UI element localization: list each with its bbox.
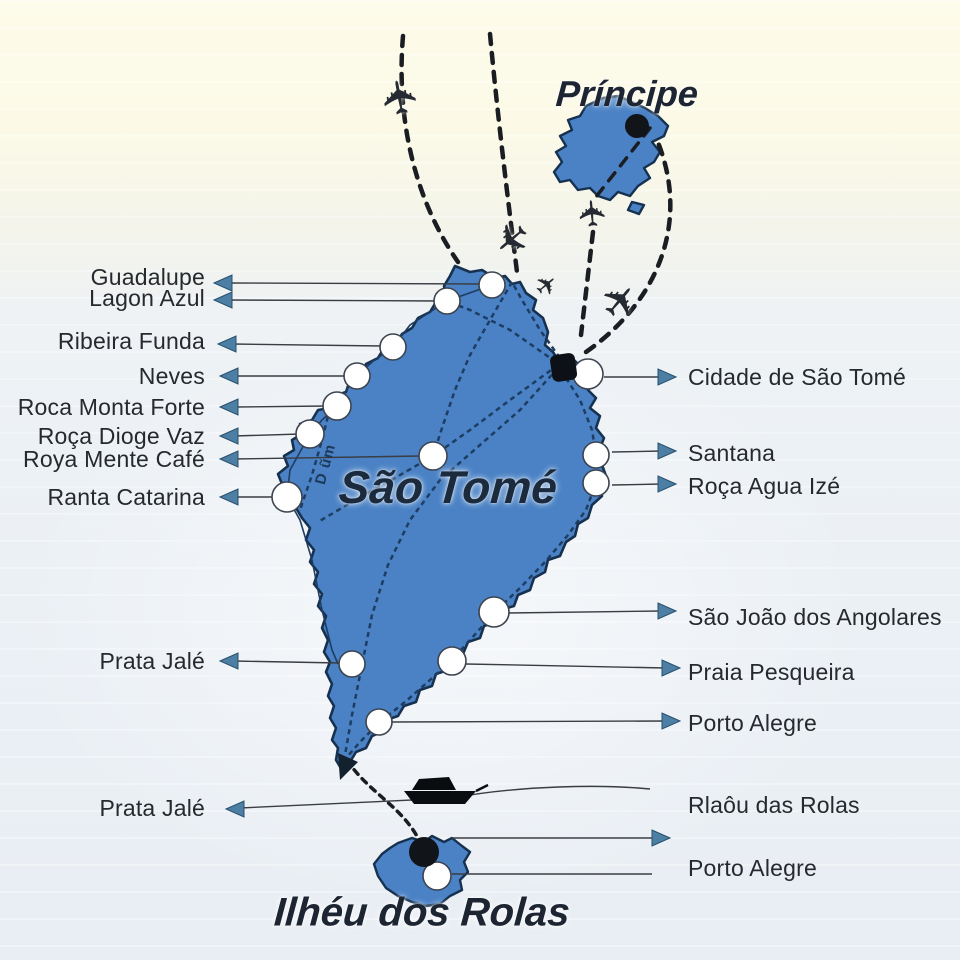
marker-cidade [572, 358, 604, 390]
leader-arrowheads [212, 274, 682, 847]
ilheu-das-rolas-island [372, 834, 472, 908]
island-title-ilheu-dos-rolas: Ilhéu dos Rolas [272, 890, 572, 935]
flight-route-north [487, 31, 520, 275]
island-title-principe: Príncipe [554, 73, 700, 114]
south-tip-arrow [338, 753, 358, 780]
label-ranta-catarina: Ranta Catarina [47, 484, 205, 510]
label-prata-jale-2: Prata Jalé [99, 795, 205, 821]
label-lagon-azul: Lagon Azul [89, 285, 205, 311]
flight-route-principe-south [578, 229, 596, 338]
airplane-icon: ✈ [571, 196, 616, 230]
label-neves: Neves [138, 363, 205, 389]
marker-monta-forte [322, 391, 352, 421]
boat-icon [404, 777, 489, 804]
rolas-landmass [372, 834, 472, 908]
label-roca-agua-ize: Roça Agua Izé [688, 473, 841, 499]
leader-lines [227, 282, 667, 875]
boat-route [345, 758, 426, 852]
marker-dioge-vaz [295, 419, 325, 449]
label-roca-monta-forte: Roca Monta Forte [17, 394, 205, 420]
marker-guadalupe [478, 271, 506, 299]
flight-route-northwest [399, 33, 461, 265]
marker-neves [343, 362, 371, 390]
label-santana: Santana [688, 440, 776, 466]
label-guadalupe: Guadalupe [90, 264, 205, 290]
marker-agua-ize [582, 469, 610, 497]
label-porto-alegre-1: Porto Alegre [688, 710, 817, 736]
sao-tome-island [274, 264, 610, 772]
marker-catarina [271, 481, 303, 513]
island-title-sao-tome: São Tomé [337, 461, 559, 513]
location-markers [271, 271, 610, 891]
principe-islet [626, 200, 646, 216]
label-porto-alegre-2: Porto Alegre [688, 855, 817, 881]
marker-angolares [478, 596, 510, 628]
dot-rolas [409, 837, 439, 867]
airplane-icon: ✈ [370, 73, 430, 121]
marker-prata-jale [338, 650, 366, 678]
flight-routes [399, 31, 673, 355]
label-praia-pesqueira: Praia Pesqueira [688, 659, 855, 685]
marker-monte-cafe [418, 441, 448, 471]
flight-route-principe-curve [583, 137, 673, 355]
label-roca-dioge-vaz: Roça Dioge Vaz [37, 423, 205, 449]
marker-pesqueira [437, 646, 467, 676]
label-sao-joao-dos-angolares: São João dos Angolares [688, 604, 942, 630]
label-prata-jale-1: Prata Jalé [99, 648, 205, 674]
road-central-south [343, 367, 559, 756]
marker-lagon-azul [433, 287, 461, 315]
marker-santana [582, 441, 610, 469]
city-square-sao-tome [550, 353, 578, 382]
label-ribeira-funda: Ribeira Funda [57, 328, 205, 354]
marker-rolas-beach [422, 861, 452, 891]
label-roya-mente-cafe: Roya Mente Café [23, 446, 205, 472]
marker-porto-alegre [365, 708, 393, 736]
road-north-central [431, 281, 514, 457]
airport-dot-principe [625, 114, 649, 138]
flight-route-principe-cross [590, 126, 652, 204]
label-cidade-de-sao-tome: Cidade de São Tomé [688, 364, 906, 390]
sao-tome-landmass [274, 264, 610, 772]
marker-ribeira-funda [379, 333, 407, 361]
label-rlaou-das-rolas: Rlaôu das Rolas [688, 792, 860, 818]
